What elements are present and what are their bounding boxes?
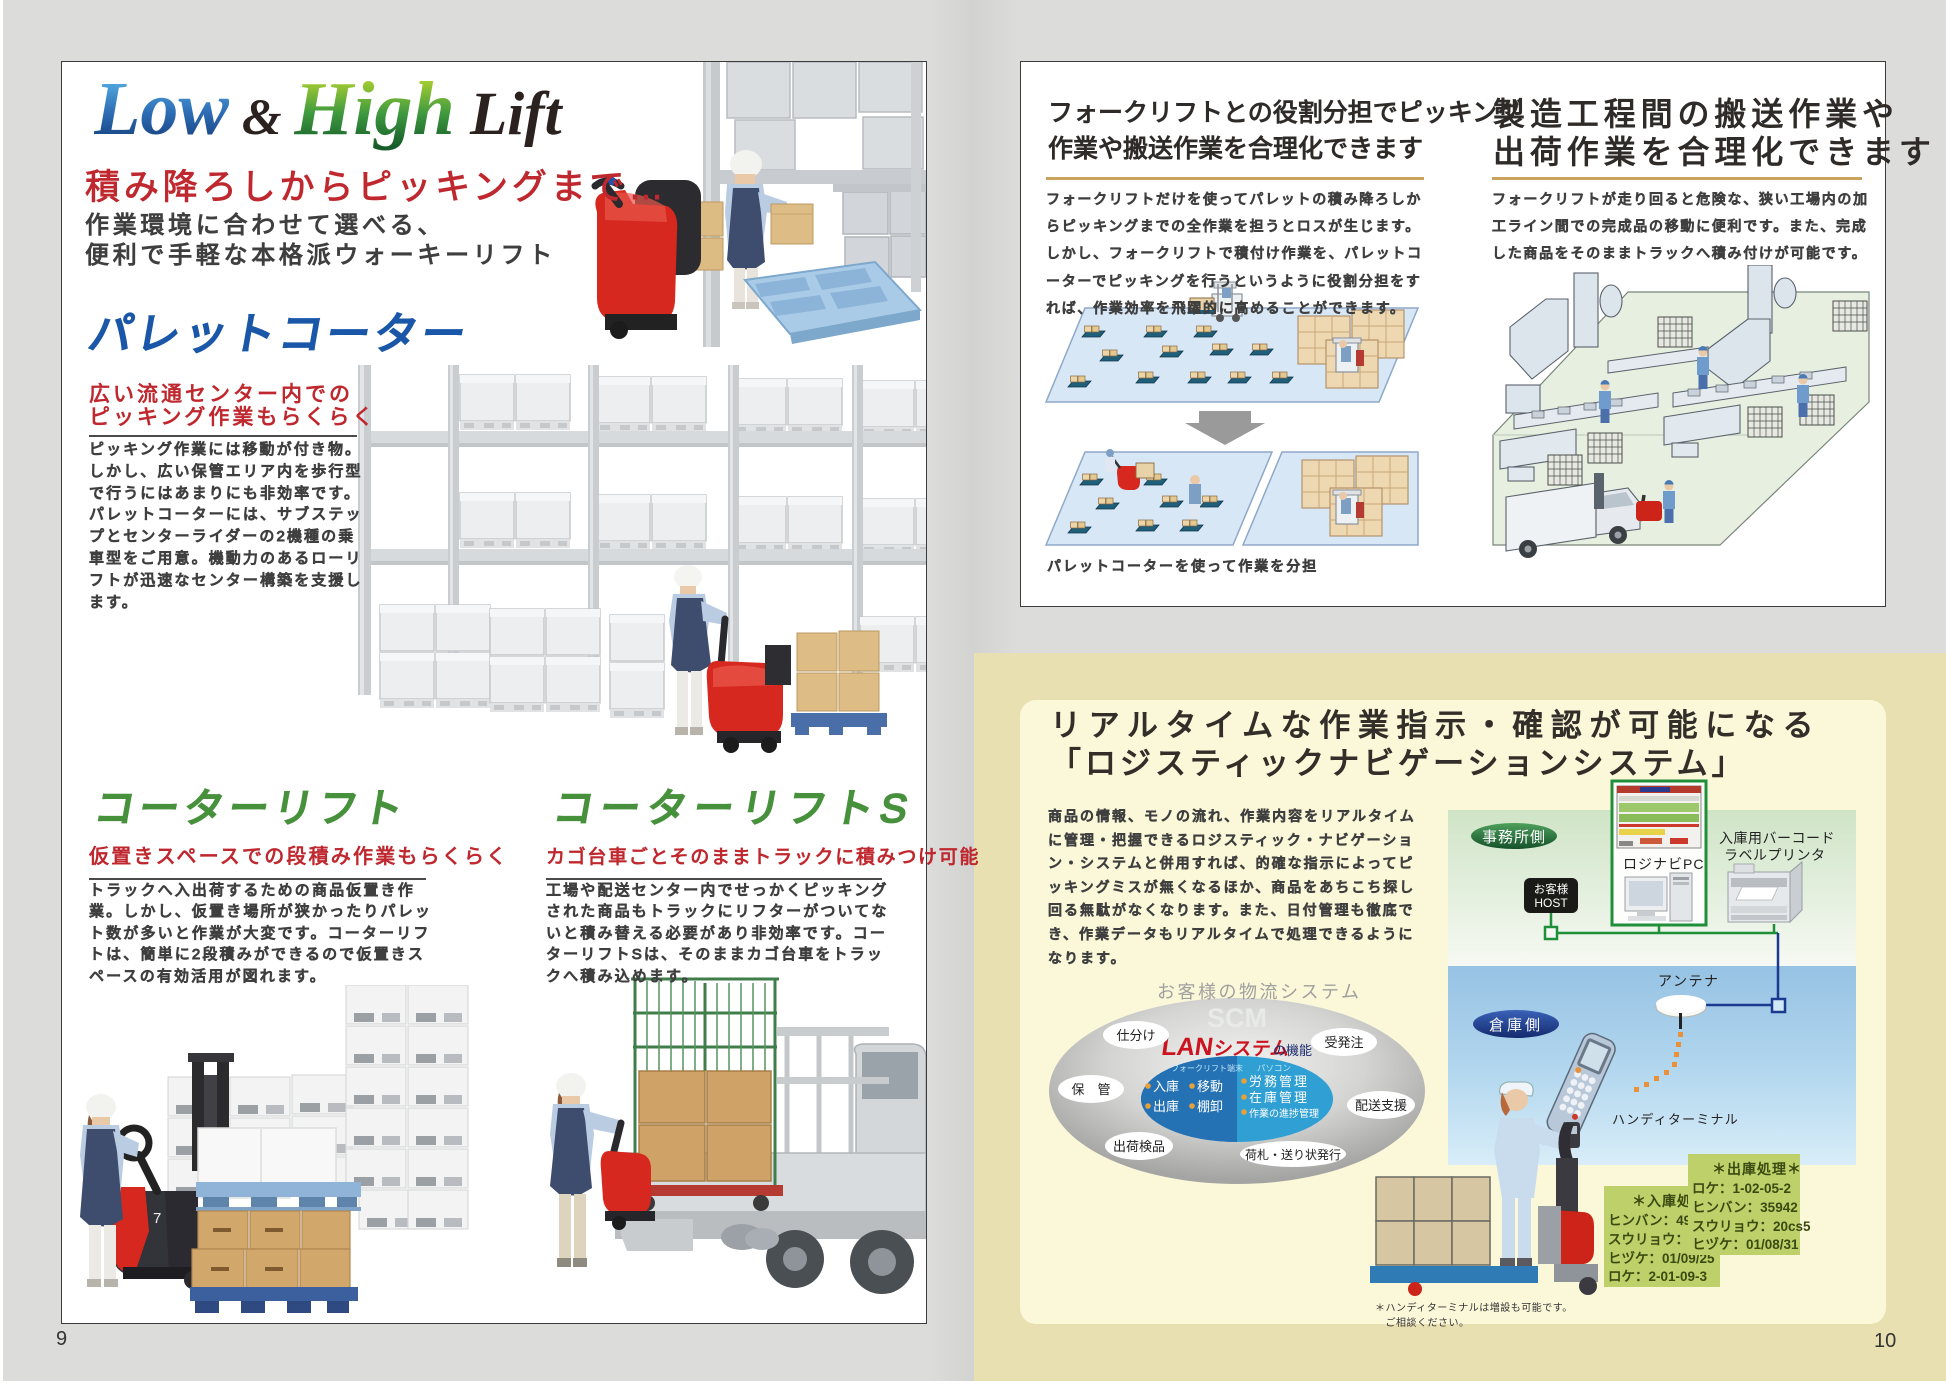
svg-text:作業の進捗管理: 作業の進捗管理 (1249, 1107, 1319, 1120)
svg-text:事務所側: 事務所側 (1482, 829, 1546, 846)
svg-text:ヒヅケ：01/08/31: ヒヅケ：01/08/31 (1692, 1237, 1799, 1252)
svg-text:ハンディターミナル: ハンディターミナル (1612, 1112, 1739, 1127)
svg-text:ロジナビPC: ロジナビPC (1623, 856, 1704, 872)
svg-text:スウリョウ：20cs5: スウリョウ：20cs5 (1692, 1219, 1811, 1234)
svg-text:棚卸: 棚卸 (1197, 1099, 1223, 1114)
svg-text:お客様: お客様 (1534, 882, 1569, 896)
svg-text:ロケ：2-01-09-3: ロケ：2-01-09-3 (1608, 1269, 1708, 1284)
svg-text:ロケ：1-02-05-2: ロケ：1-02-05-2 (1692, 1181, 1791, 1196)
svg-text:在庫管理: 在庫管理 (1249, 1090, 1309, 1105)
svg-text:労務管理: 労務管理 (1249, 1074, 1309, 1089)
svg-text:荷札・送り状発行: 荷札・送り状発行 (1245, 1147, 1341, 1162)
svg-text:入庫: 入庫 (1153, 1079, 1179, 1094)
svg-text:＊出庫処理＊: ＊出庫処理＊ (1712, 1161, 1802, 1177)
svg-text:保 管: 保 管 (1071, 1082, 1110, 1097)
svg-text:出荷検品: 出荷検品 (1113, 1139, 1165, 1154)
svg-text:アンテナ: アンテナ (1658, 973, 1719, 989)
svg-text:倉庫側: 倉庫側 (1489, 1017, 1543, 1034)
svg-text:出庫: 出庫 (1153, 1099, 1179, 1114)
svg-text:ラベルプリンタ: ラベルプリンタ (1724, 847, 1826, 863)
svg-text:7: 7 (153, 1210, 161, 1227)
svg-text:の機能: の機能 (1273, 1043, 1312, 1058)
svg-text:仕分け: 仕分け (1116, 1028, 1155, 1043)
svg-text:入庫用バーコード: 入庫用バーコード (1719, 830, 1835, 846)
svg-text:受発注: 受発注 (1324, 1035, 1363, 1050)
svg-text:ヒンバン：49594: ヒンバン：49594 (1608, 1213, 1714, 1228)
svg-text:配送支援: 配送支援 (1355, 1098, 1407, 1113)
svg-text:HOST: HOST (1534, 896, 1568, 910)
svg-text:パソコン: パソコン (1257, 1063, 1291, 1073)
svg-text:移動: 移動 (1197, 1079, 1223, 1094)
svg-text:SCM: SCM (1207, 1003, 1267, 1033)
svg-text:フォークリフト端末: フォークリフト端末 (1171, 1063, 1243, 1073)
svg-text:ヒンバン：35942: ヒンバン：35942 (1692, 1200, 1798, 1215)
